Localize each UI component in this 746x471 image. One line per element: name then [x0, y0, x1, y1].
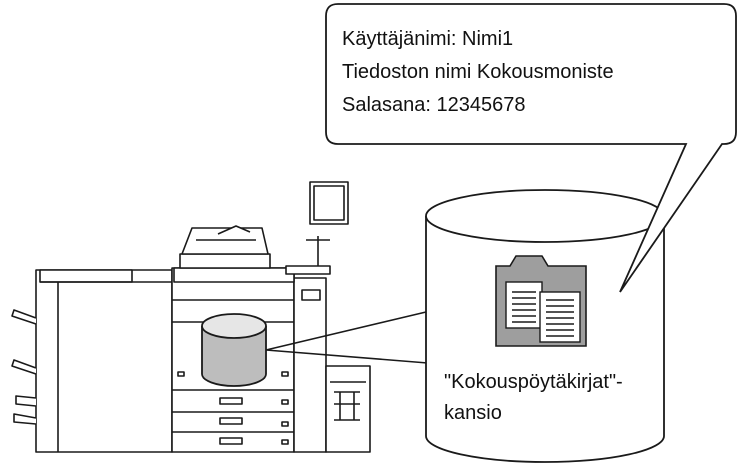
folder-label-suffix: kansio: [444, 398, 623, 429]
folder-label: "Kokouspöytäkirjat"- kansio: [444, 367, 623, 429]
callout-line-username: Käyttäjänimi: Nimi1: [342, 23, 614, 56]
callout-line-password: Salasana: 12345678: [342, 89, 614, 122]
storage-disk-icon: [202, 314, 266, 386]
callout-text: Käyttäjänimi: Nimi1 Tiedoston nimi Kokou…: [342, 23, 614, 122]
callout-line-filename: Tiedoston nimi Kokousmoniste: [342, 56, 614, 89]
folder-label-name: "Kokouspöytäkirjat"-: [444, 367, 623, 398]
multifunction-printer-icon: [12, 182, 370, 452]
